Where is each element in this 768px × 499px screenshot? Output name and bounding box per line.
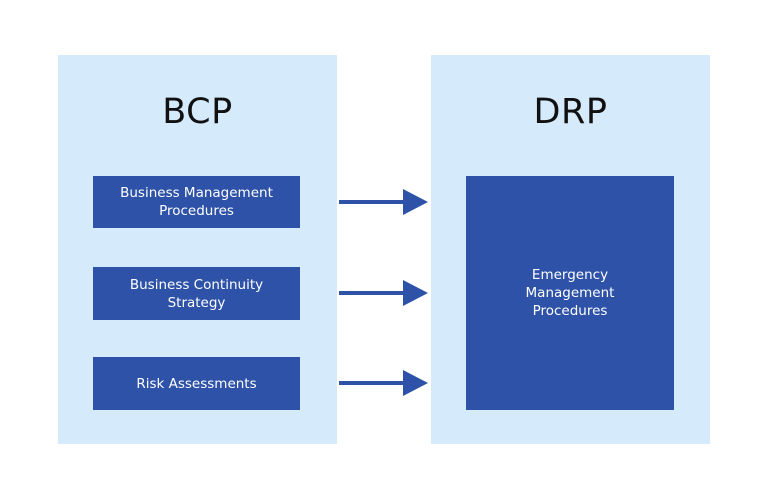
business-continuity-strategy-box: Business Continuity Strategy [93, 267, 300, 320]
business-management-procedures-box: Business Management Procedures [93, 176, 300, 228]
emergency-management-procedures-label: Emergency Management Procedures [525, 267, 615, 319]
bcp-title: BCP [162, 92, 233, 132]
risk-assessments-box: Risk Assessments [93, 357, 300, 410]
arrow-right-icon [339, 370, 428, 396]
business-continuity-strategy-label: Business Continuity Strategy [129, 276, 264, 311]
arrow-right-icon [339, 189, 428, 215]
risk-assessments-label: Risk Assessments [136, 375, 257, 392]
business-management-procedures-label: Business Management Procedures [120, 185, 273, 219]
drp-title: DRP [533, 92, 608, 132]
arrow-right-icon [339, 280, 428, 306]
emergency-management-procedures-box: Emergency Management Procedures [466, 176, 674, 410]
